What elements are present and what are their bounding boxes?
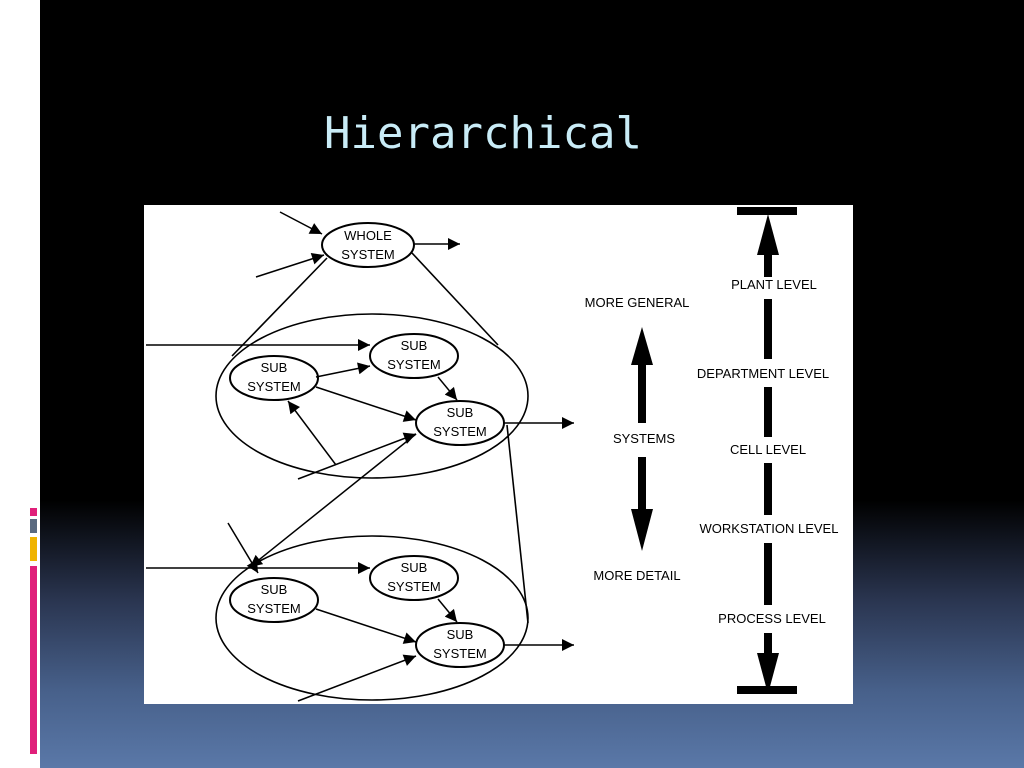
flow-arrow: [437, 376, 458, 401]
slide-title: Hierarchical: [324, 108, 642, 159]
feedback-arrow: [287, 400, 337, 466]
zoom-line-right: [411, 252, 499, 346]
sub-system-label: SYSTEM: [433, 646, 486, 661]
whole-system-label-line1: WHOLE: [344, 228, 392, 243]
whole-system-node: WHOLE SYSTEM: [321, 222, 415, 268]
axis-segment: [764, 463, 772, 515]
scale-up-arrowhead: [631, 327, 653, 365]
scale-upper-shaft: [638, 363, 646, 423]
level-label-workstation: WORKSTATION LEVEL: [700, 521, 839, 536]
sub-system-label: SUB: [401, 338, 428, 353]
input-arrow: [279, 211, 323, 235]
axis-segment: [764, 633, 772, 655]
upper-sub-system-top: SUB SYSTEM: [369, 333, 459, 379]
level-axis: PLANT LEVEL DEPARTMENT LEVEL CELL LEVEL …: [697, 207, 839, 694]
level-label-plant: PLANT LEVEL: [731, 277, 817, 292]
zoom-line-lower: [506, 424, 529, 624]
cross-level-arrow: [249, 433, 417, 568]
hierarchy-diagram: WHOLE SYSTEM SUB SYSTEM SUB SYSTEM SUB S…: [144, 205, 853, 704]
level-label-process: PROCESS LEVEL: [718, 611, 826, 626]
input-arrow: [255, 252, 325, 278]
axis-segment: [764, 387, 772, 437]
accent-bar-magenta-small: [30, 508, 37, 516]
axis-up-arrowhead: [757, 214, 779, 255]
scale-bottom-label: MORE DETAIL: [593, 568, 680, 583]
sub-system-label: SYSTEM: [387, 357, 440, 372]
sub-system-label: SYSTEM: [433, 424, 486, 439]
axis-down-arrowhead: [757, 653, 779, 694]
lower-sub-system-left: SUB SYSTEM: [229, 577, 319, 623]
sub-system-label: SUB: [261, 360, 288, 375]
axis-top-cap: [737, 207, 797, 215]
scale-down-arrowhead: [631, 509, 653, 551]
sub-system-label: SYSTEM: [247, 601, 300, 616]
axis-bottom-cap: [737, 686, 797, 694]
axis-segment: [764, 253, 772, 277]
input-arrow: [297, 654, 417, 702]
zoom-line-left: [231, 257, 328, 357]
flow-arrows: [146, 211, 574, 702]
sub-system-label: SYSTEM: [247, 379, 300, 394]
flow-arrow: [437, 598, 458, 623]
generality-scale: MORE GENERAL SYSTEMS MORE DETAIL: [585, 295, 690, 583]
upper-group-outline: [215, 313, 529, 479]
scale-lower-shaft: [638, 457, 646, 511]
flow-arrow: [315, 608, 417, 644]
flow-arrow: [315, 386, 417, 422]
lower-sub-system-top: SUB SYSTEM: [369, 555, 459, 601]
upper-sub-system-right: SUB SYSTEM: [415, 400, 505, 446]
flow-arrow: [315, 362, 371, 378]
whole-system-label-line2: SYSTEM: [341, 247, 394, 262]
lower-sub-system-right: SUB SYSTEM: [415, 622, 505, 668]
axis-segment: [764, 299, 772, 359]
accent-bar-slate: [30, 519, 37, 533]
scale-middle-label: SYSTEMS: [613, 431, 675, 446]
input-arrow: [227, 522, 259, 574]
accent-bar-gold: [30, 537, 37, 561]
sub-system-label: SUB: [447, 405, 474, 420]
sub-system-label: SYSTEM: [387, 579, 440, 594]
sub-system-label: SUB: [447, 627, 474, 642]
sub-system-label: SUB: [261, 582, 288, 597]
upper-sub-system-left: SUB SYSTEM: [229, 355, 319, 401]
scale-top-label: MORE GENERAL: [585, 295, 690, 310]
level-label-cell: CELL LEVEL: [730, 442, 806, 457]
input-arrow: [297, 432, 417, 480]
sub-system-label: SUB: [401, 560, 428, 575]
level-label-department: DEPARTMENT LEVEL: [697, 366, 829, 381]
axis-segment: [764, 543, 772, 605]
grid-blocks-icon: [22, 30, 40, 118]
accent-bar-magenta-long: [30, 566, 37, 754]
